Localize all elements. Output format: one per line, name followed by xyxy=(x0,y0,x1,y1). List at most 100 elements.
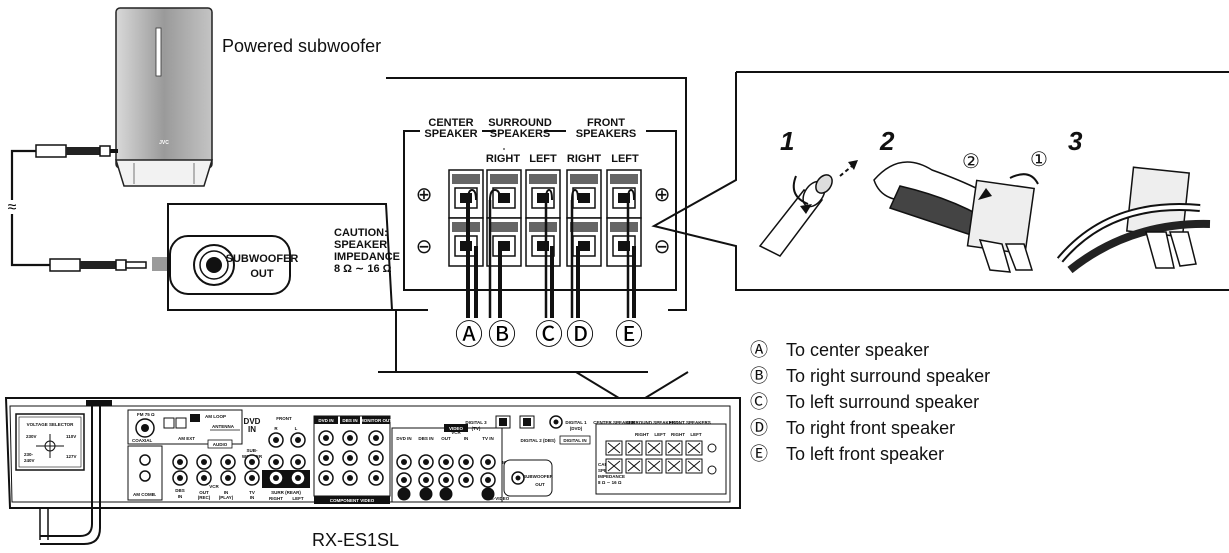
rx-channel: LEFT xyxy=(654,432,665,437)
receiver-terminal-clips xyxy=(605,440,717,475)
dvd-in-label-2: IN xyxy=(248,425,256,434)
component-video-label: COMPONENT VIDEO xyxy=(330,498,375,503)
subwoofer-out-jack: SUBWOOFER OUT xyxy=(169,235,299,295)
rx-plus xyxy=(707,443,717,453)
subwoofer-out-label-1: SUBWOOFER xyxy=(226,253,299,265)
surround-speakers-label-1: SURROUND xyxy=(488,117,552,129)
channel-label: RIGHT xyxy=(567,153,602,165)
rca-jack-center xyxy=(423,459,429,465)
step-2-number: 2 xyxy=(879,126,895,156)
surr-right: RIGHT xyxy=(269,496,283,501)
sub-out-2: OUT xyxy=(535,482,545,487)
am-loop-label: AM LOOP xyxy=(205,414,226,419)
wire-label-e: Ⓔ xyxy=(615,319,643,350)
rx-caution-3: IMPEDANCE xyxy=(598,474,625,479)
terminal-tab xyxy=(570,174,598,184)
comp-head-monitor: MONITOR OUT xyxy=(360,418,392,423)
svideo-jack xyxy=(419,487,433,501)
fm-label: FM 75 Ω xyxy=(137,412,155,417)
out-rec-2: (REC) xyxy=(198,495,211,500)
wire-loop xyxy=(627,188,635,201)
rx-minus xyxy=(707,465,717,475)
wire-label-a: Ⓐ xyxy=(455,319,483,350)
rca-jack-center xyxy=(323,475,329,481)
rca-jack-center xyxy=(177,459,183,465)
surr-left: LEFT xyxy=(292,496,303,501)
rx-channel: RIGHT xyxy=(635,432,649,437)
rca-jack-center xyxy=(201,459,207,465)
step-3-number: 3 xyxy=(1068,126,1083,156)
video-head-dvd: DVD IN xyxy=(396,436,411,441)
center-speaker-label-2: SPEAKER xyxy=(424,128,477,140)
rca-jack-center xyxy=(443,459,449,465)
terminal-contact xyxy=(537,193,549,203)
rca-jack-center xyxy=(273,437,279,443)
digital-in-label: DIGITAL IN xyxy=(563,438,586,443)
terminal-tab xyxy=(529,222,557,232)
legend-text-b: To right surround speaker xyxy=(786,366,990,386)
wire-loop xyxy=(467,188,477,201)
in-play-1: IN xyxy=(224,490,229,495)
rca-jack-center xyxy=(463,477,469,483)
step-1-number: 1 xyxy=(780,126,794,156)
surr-label: SURR (REAR) xyxy=(271,490,301,495)
rx-terminal-mark xyxy=(687,460,701,472)
rca-jack-center xyxy=(295,459,301,465)
subwoofer-label-1: SUB- xyxy=(247,448,259,453)
rca-jack-center xyxy=(323,435,329,441)
terminal-contact xyxy=(578,241,590,251)
rca-jack-center xyxy=(401,477,407,483)
digital-section: DIGITAL 3 (TV) DIGITAL 1 (DVD) DIGITAL 2… xyxy=(465,415,591,497)
dbs-in-2: IN xyxy=(178,494,183,499)
rca-jack-center xyxy=(225,459,231,465)
rca-jack-center xyxy=(401,459,407,465)
substep-2-label: ② xyxy=(962,151,980,173)
rca-jack-center xyxy=(373,475,379,481)
svideo-jack xyxy=(397,487,411,501)
video-head-tv: TV IN xyxy=(482,436,494,441)
legend: Ⓐ To center speaker Ⓑ To right surround … xyxy=(750,340,990,464)
caution-line-1: CAUTION: xyxy=(334,227,388,239)
voltage-selector: VOLTAGE SELECTOR 230V 110V 230- 240V 127… xyxy=(15,413,85,471)
step-1-illustration xyxy=(758,160,858,257)
rca-jack-center xyxy=(225,475,231,481)
terminal-tab xyxy=(452,174,480,184)
rca-jack-center xyxy=(347,475,353,481)
rca-jack-center xyxy=(347,455,353,461)
rca-jack-center xyxy=(273,459,279,465)
rx-front-label: FRONT SPEAKERS xyxy=(669,420,711,425)
voltage-240: 240V xyxy=(24,458,35,463)
rca-jack-center xyxy=(463,459,469,465)
channel-label: LEFT xyxy=(529,153,557,165)
audio-label: AUDIO xyxy=(213,442,228,447)
steps-callout: 1 2 3 ② ① xyxy=(651,71,1229,291)
component-video-section: COMPONENT VIDEO DVD IN DBS IN MONITOR OU… xyxy=(313,415,392,504)
substep-1-label: ① xyxy=(1030,149,1048,171)
rca-jack-center xyxy=(323,455,329,461)
rx-terminal-mark xyxy=(667,442,681,454)
wire-labels: Ⓐ Ⓑ Ⓒ Ⓓ Ⓔ xyxy=(455,319,643,350)
center-speaker-label-1: CENTER xyxy=(428,117,473,129)
front-speakers-label-2: SPEAKERS xyxy=(576,128,637,140)
antenna-label: ANTENNA xyxy=(212,424,235,429)
caution-line-3: IMPEDANCE xyxy=(334,251,400,263)
tv-in-1: TV xyxy=(249,490,255,495)
coaxial-label: COAXIAL xyxy=(132,438,153,443)
legend-text-d: To right front speaker xyxy=(786,418,955,438)
rca-jack-center xyxy=(423,477,429,483)
rx-caution-4: 8 Ω ∼ 16 Ω xyxy=(598,480,622,485)
svideo-jack xyxy=(439,487,453,501)
wire-loop xyxy=(489,188,501,201)
digital3-2: (TV) xyxy=(472,426,481,431)
plus-right-symbol: ⊕ xyxy=(654,184,671,206)
video-head-vcr: VCR xyxy=(451,430,461,435)
rca-jack-center xyxy=(273,475,279,481)
rx-channel: LEFT xyxy=(690,432,701,437)
digital3-1: DIGITAL 3 xyxy=(465,420,487,425)
rca-jack-center xyxy=(485,477,491,483)
legend-text-a: To center speaker xyxy=(786,340,929,360)
rx-terminal-mark xyxy=(687,442,701,454)
front-label: FRONT xyxy=(276,416,292,421)
